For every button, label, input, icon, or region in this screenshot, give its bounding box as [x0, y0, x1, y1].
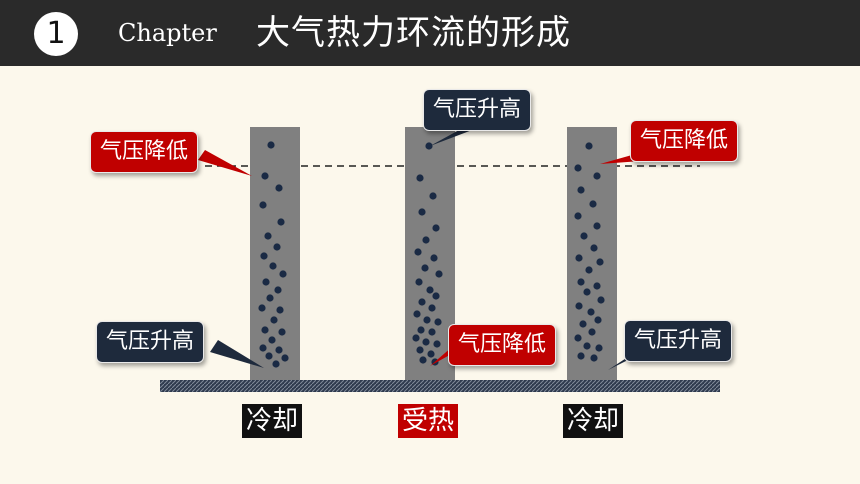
air-molecule-dot [429, 192, 437, 200]
air-molecule-dot [574, 212, 582, 220]
air-molecule-dot [266, 294, 274, 302]
air-molecule-dot [432, 224, 440, 232]
air-molecule-dot [432, 292, 440, 300]
air-molecule-dot [579, 320, 587, 328]
air-molecule-dot [412, 334, 420, 342]
air-molecule-dot [413, 310, 421, 318]
air-molecule-dot [258, 304, 266, 312]
air-molecule-dot [590, 244, 598, 252]
air-molecule-dot [428, 304, 436, 312]
ground-label-middle: 受热 [398, 404, 459, 438]
air-molecule-dot [593, 222, 601, 230]
air-molecule-dot [277, 218, 285, 226]
molecules-left [258, 141, 289, 368]
chapter-number-badge: 1 [34, 12, 78, 56]
callout-middle-top: 气压升高 [423, 89, 532, 131]
air-molecule-dot [587, 308, 595, 316]
air-molecule-dot [590, 354, 598, 362]
air-molecule-dot [580, 232, 588, 240]
air-molecule-dot [259, 201, 267, 209]
air-molecule-dot [416, 174, 424, 182]
air-molecule-dot [259, 344, 267, 352]
air-molecule-dot [589, 200, 597, 208]
air-molecule-dot [575, 254, 583, 262]
air-molecule-dot [588, 328, 596, 336]
air-molecule-dot [278, 328, 286, 336]
callout-middle-bottom: 气压降低 [448, 324, 557, 366]
air-molecule-dot [596, 258, 604, 266]
callout-left-bottom: 气压升高 [96, 321, 205, 363]
air-molecule-dot [281, 354, 289, 362]
air-molecule-dot [422, 338, 430, 346]
callout-tail-left-top [198, 150, 252, 176]
air-molecule-dot [270, 316, 278, 324]
air-molecule-dot [416, 346, 424, 354]
air-molecule-dot [593, 172, 601, 180]
air-molecule-dot [593, 282, 601, 290]
air-molecule-dot [261, 172, 269, 180]
air-column-left [250, 127, 300, 380]
air-molecule-dot [427, 350, 435, 358]
air-molecule-dot [261, 326, 269, 334]
air-molecule-dot [577, 186, 585, 194]
air-molecule-dot [577, 278, 585, 286]
air-molecule-dot [428, 328, 436, 336]
page-title: 大气热力环流的形成 [256, 13, 571, 53]
air-molecule-dot [423, 316, 431, 324]
air-molecule-dot [597, 296, 605, 304]
air-molecule-dot [577, 352, 585, 360]
air-molecule-dot [426, 286, 434, 294]
air-molecule-dot [419, 356, 427, 364]
air-molecule-dot [433, 340, 441, 348]
air-molecule-dot [275, 184, 283, 192]
air-molecule-dot [415, 278, 423, 286]
air-molecule-dot [421, 264, 429, 272]
molecules-right [574, 142, 605, 362]
air-molecule-dot [585, 142, 593, 150]
air-molecule-dot [583, 288, 591, 296]
air-molecule-dot [267, 141, 275, 149]
air-molecule-dot [264, 232, 272, 240]
air-molecule-dot [275, 346, 283, 354]
air-molecule-dot [414, 248, 422, 256]
air-molecule-dot [574, 164, 582, 172]
air-molecule-dot [425, 142, 433, 150]
air-molecule-dot [583, 342, 591, 350]
air-molecule-dot [279, 270, 287, 278]
air-molecule-dot [595, 344, 603, 352]
callout-tail-left-bottom [210, 340, 264, 368]
air-molecule-dot [430, 254, 438, 262]
hatched-ground-bar [160, 380, 720, 392]
callout-right-bottom: 气压升高 [624, 320, 733, 362]
air-molecule-dot [274, 286, 282, 294]
air-molecule-dot [594, 316, 602, 324]
air-molecule-dot [574, 334, 582, 342]
air-molecule-dot [585, 266, 593, 274]
air-molecule-dot [260, 252, 268, 260]
air-molecule-dot [422, 236, 430, 244]
air-molecule-dot [265, 352, 273, 360]
air-molecule-dot [435, 270, 443, 278]
air-molecule-dot [418, 298, 426, 306]
callout-right-top: 气压降低 [630, 120, 739, 162]
air-molecule-dot [268, 336, 276, 344]
air-molecule-dot [434, 318, 442, 326]
air-molecule-dot [575, 302, 583, 310]
air-molecule-dot [417, 326, 425, 334]
title-bar: 1 Chapter 大气热力环流的形成 [0, 0, 860, 66]
air-column-right [567, 127, 617, 380]
molecules-middle [412, 142, 443, 366]
air-molecule-dot [276, 306, 284, 314]
air-molecule-dot [272, 360, 280, 368]
ground-label-left: 冷却 [242, 404, 303, 438]
air-molecule-dot [418, 208, 426, 216]
air-molecule-dot [262, 278, 270, 286]
ground-label-right: 冷却 [563, 404, 624, 438]
air-molecule-dot [269, 262, 277, 270]
chapter-label: Chapter [118, 19, 217, 47]
air-molecule-dot [273, 243, 281, 251]
callout-left-top: 气压降低 [90, 131, 199, 173]
